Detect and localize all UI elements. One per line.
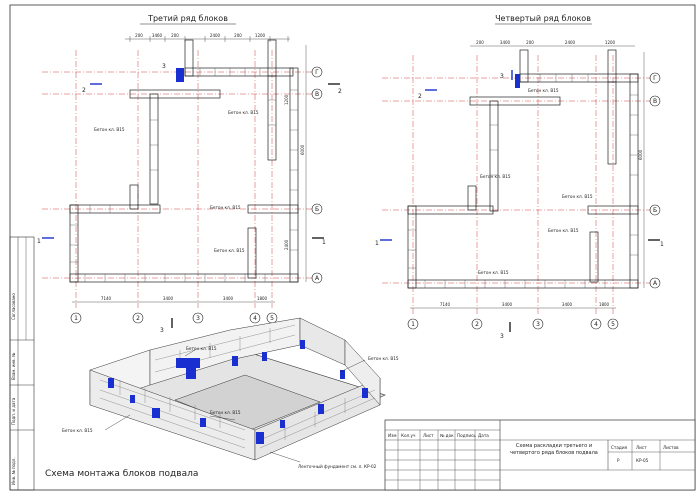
isometric-view: Бетон кл. В15 Бетон кл. В15 Бетон кл. В1… bbox=[62, 317, 399, 469]
axis-bubble: 3 bbox=[536, 321, 540, 328]
concrete-label: Бетон кл. В15 bbox=[62, 428, 93, 433]
side-label-agreed: Согласовано bbox=[11, 293, 16, 320]
dim-rt-4: 1200 bbox=[605, 40, 616, 45]
iso-title: Схема монтажа блоков подвала bbox=[45, 469, 198, 479]
stamp-title: Схема раскладки третьего и четвертого ря… bbox=[510, 443, 598, 456]
section-mark: 2 bbox=[82, 87, 86, 94]
axis-bubble: 5 bbox=[611, 321, 615, 328]
dim-rt-0: 200 bbox=[476, 40, 484, 45]
section-mark: 2 bbox=[338, 88, 342, 95]
stamp-val: Р bbox=[617, 458, 620, 463]
axis-bubble: А bbox=[653, 280, 658, 287]
axis-bubble: 5 bbox=[270, 315, 274, 322]
concrete-label: Бетон кл. В15 bbox=[94, 127, 125, 132]
dim-lt-0: 200 bbox=[135, 33, 143, 38]
dim-side: 2400 bbox=[284, 239, 289, 250]
section-mark: 2 bbox=[418, 93, 422, 100]
dim-lt-4: 200 bbox=[234, 33, 242, 38]
stamp-header: № док bbox=[440, 433, 454, 438]
dim-side: 6000 bbox=[638, 149, 643, 160]
axis-bubble: 4 bbox=[253, 315, 257, 322]
axis-bubble: В bbox=[653, 98, 657, 105]
axis-bubble: 1 bbox=[411, 321, 415, 328]
axis-bubble: Г bbox=[315, 69, 319, 76]
concrete-label: Бетон кл. В15 bbox=[548, 228, 579, 233]
blue-block bbox=[515, 74, 520, 88]
axis-bubble: А bbox=[315, 275, 320, 282]
title-block: Изм Кол.уч Лист № док Подпись Дата Схема… bbox=[384, 419, 696, 491]
section-mark: 1 bbox=[37, 238, 41, 245]
dim-lt-1: 3460 bbox=[152, 33, 163, 38]
concrete-label: Бетон кл. В15 bbox=[480, 174, 511, 179]
section-mark: 3 bbox=[160, 327, 164, 334]
section-mark: 1 bbox=[322, 239, 326, 246]
stamp-header: Дата bbox=[478, 433, 489, 438]
dim-lb-0: 7140 bbox=[101, 296, 112, 301]
stamp-header: Лист bbox=[423, 433, 434, 438]
stamp-col: Стадия bbox=[611, 445, 628, 450]
dim-rb-1: 3400 bbox=[502, 302, 513, 307]
dim-lb-3: 1800 bbox=[257, 296, 268, 301]
dim-lb-2: 3400 bbox=[223, 296, 234, 301]
concrete-label: Бетон кл. В15 bbox=[210, 410, 241, 415]
axis-bubble: Б bbox=[315, 206, 319, 213]
axis-bubble: 2 bbox=[136, 315, 140, 322]
dim-side: 1200 bbox=[284, 94, 289, 105]
concrete-label: Бетон кл. В15 bbox=[562, 194, 593, 199]
dim-rt-3: 2400 bbox=[565, 40, 576, 45]
section-mark: 3 bbox=[500, 333, 504, 340]
dim-rt-2: 200 bbox=[526, 40, 534, 45]
axis-bubble: Б bbox=[653, 207, 657, 214]
stamp-header: Кол.уч bbox=[401, 433, 416, 438]
dim-rb-2: 3400 bbox=[562, 302, 573, 307]
side-label-replace: Взам. инв. № bbox=[11, 353, 16, 380]
axis-bubble: 1 bbox=[74, 315, 78, 322]
stamp-val: КР-05 bbox=[636, 458, 649, 463]
dim-rb-3: 1800 bbox=[599, 302, 610, 307]
section-mark: 3 bbox=[162, 63, 166, 70]
stamp-col: Листов bbox=[663, 445, 679, 450]
plan-right: 200 3400 200 2400 1200 bbox=[375, 40, 664, 340]
concrete-label: Бетон кл. В15 bbox=[228, 110, 259, 115]
dim-lt-2: 200 bbox=[171, 33, 179, 38]
plan-left: 200 3460 200 2400 200 1200 bbox=[37, 33, 342, 334]
dim-lt-3: 2400 bbox=[210, 33, 221, 38]
stamp-header: Изм bbox=[388, 433, 397, 438]
side-label-inv: Инв. № подл. bbox=[11, 457, 16, 485]
concrete-label: Бетон кл. В15 bbox=[214, 248, 245, 253]
stamp-col: Лист bbox=[636, 445, 647, 450]
axis-bubble: В bbox=[315, 91, 319, 98]
dim-lt-5: 1200 bbox=[255, 33, 266, 38]
axis-bubble: Г bbox=[653, 75, 657, 82]
concrete-label: Бетон кл. В15 bbox=[186, 346, 217, 351]
side-stamp: Согласовано Взам. инв. № Подп. и дата Ин… bbox=[9, 236, 35, 491]
plan-left-title: Третий ряд блоков bbox=[147, 14, 228, 23]
section-mark: 3 bbox=[500, 73, 504, 80]
axis-bubble: 4 bbox=[594, 321, 598, 328]
section-mark: 1 bbox=[660, 241, 664, 248]
plan-right-title: Четвертый ряд блоков bbox=[495, 14, 591, 23]
dim-side: 6000 bbox=[300, 144, 305, 155]
dim-rt-1: 3400 bbox=[500, 40, 511, 45]
section-mark: 1 bbox=[375, 240, 379, 247]
stamp-title-wrap: Схема раскладки третьего и четвертого ря… bbox=[510, 443, 598, 456]
concrete-label: Бетон кл. В15 bbox=[210, 205, 241, 210]
dim-rb-0: 7140 bbox=[440, 302, 451, 307]
concrete-label: Бетон кл. В15 bbox=[478, 270, 509, 275]
concrete-label: Бетон кл. В15 bbox=[528, 88, 559, 93]
foundation-label: Ленточный фундамент см. л. КР-02 bbox=[298, 464, 377, 469]
axis-bubble: 2 bbox=[475, 321, 479, 328]
stamp-header: Подпись bbox=[457, 433, 476, 438]
dim-lb-1: 3400 bbox=[163, 296, 174, 301]
side-label-sign: Подп. и дата bbox=[11, 397, 16, 425]
axis-bubble: 3 bbox=[196, 315, 200, 322]
blue-block bbox=[176, 68, 184, 82]
concrete-label: Бетон кл. В15 bbox=[368, 356, 399, 361]
